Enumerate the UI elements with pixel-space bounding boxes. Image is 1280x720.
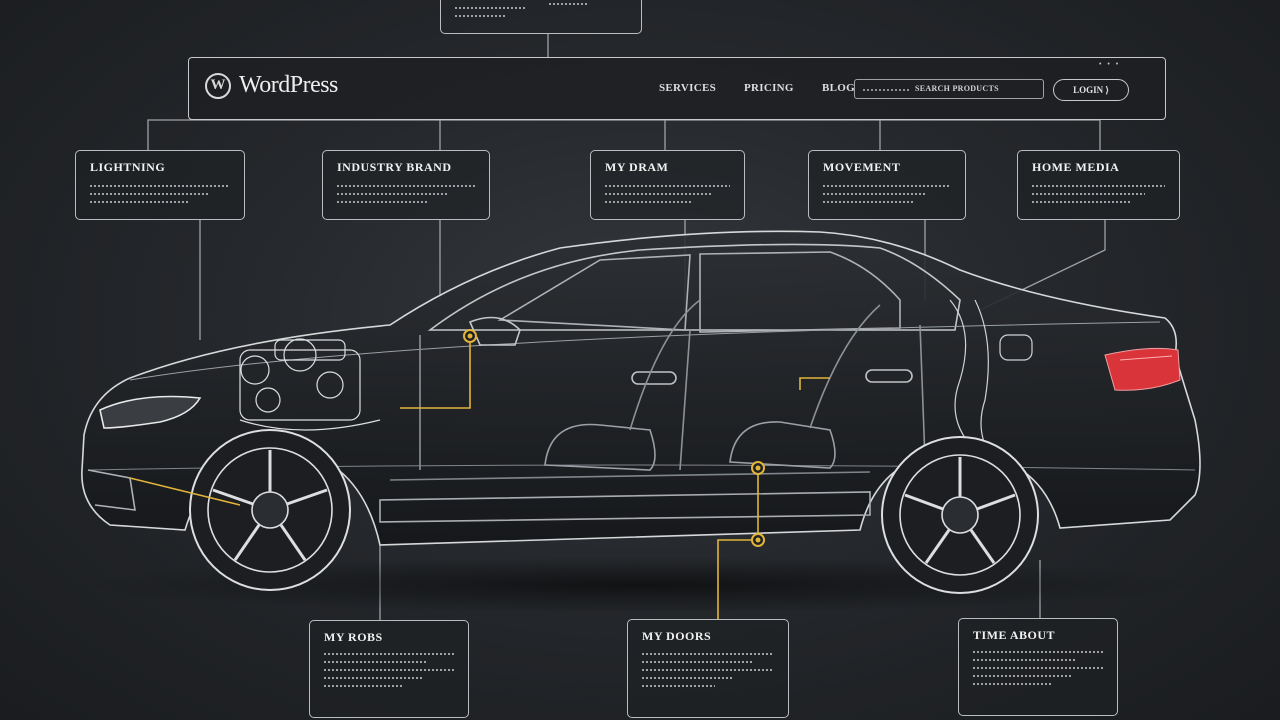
callout-title: TIME ABOUT — [973, 628, 1056, 642]
nav-link-blog[interactable]: BLOG — [822, 82, 855, 94]
callout-my-doors: MY DOORS — [627, 619, 789, 718]
callout-lightning: LIGHTNING — [75, 150, 245, 220]
logo-text: WordPress — [239, 72, 338, 98]
nav-link-pricing[interactable]: PRICING — [744, 82, 794, 94]
site-header: W WordPress SERVICES PRICING BLOG SEARCH… — [188, 57, 1166, 120]
callout-title: LIGHTNING — [90, 160, 166, 174]
callout-title: MY ROBS — [324, 630, 383, 644]
rear-wheel — [881, 436, 1039, 594]
login-button[interactable]: LOGIN ⟩ — [1053, 79, 1129, 101]
wordpress-logo-icon: W — [205, 72, 231, 99]
callout-movement: MOVEMENT — [808, 150, 966, 220]
login-label: LOGIN — [1073, 85, 1104, 95]
accent-leader-lines — [129, 338, 830, 620]
callout-time-about: TIME ABOUT — [958, 618, 1118, 716]
callout-title: INDUSTRY BRAND — [337, 160, 452, 174]
search-placeholder: SEARCH PRODUCTS — [915, 84, 999, 93]
search-decoration — [863, 89, 911, 91]
login-icon: ⟩ — [1105, 85, 1109, 95]
top-tab-box — [440, 0, 642, 34]
nav-link-services[interactable]: SERVICES — [659, 82, 717, 94]
callout-title: MY DOORS — [642, 629, 712, 643]
callout-home-media: HOME MEDIA — [1017, 150, 1180, 220]
callout-title: MY DRAM — [605, 160, 669, 174]
search-input[interactable]: SEARCH PRODUCTS — [854, 79, 1044, 99]
menu-dots-icon[interactable]: • • • — [1099, 61, 1121, 68]
logo[interactable]: W WordPress — [205, 72, 338, 99]
front-wheel — [189, 429, 351, 591]
callout-title: MOVEMENT — [823, 160, 901, 174]
callout-title: HOME MEDIA — [1032, 160, 1120, 174]
callout-industry-brand: INDUSTRY BRAND — [322, 150, 490, 220]
callout-my-robs: MY ROBS — [309, 620, 469, 718]
callout-my-dram: MY DRAM — [590, 150, 745, 220]
